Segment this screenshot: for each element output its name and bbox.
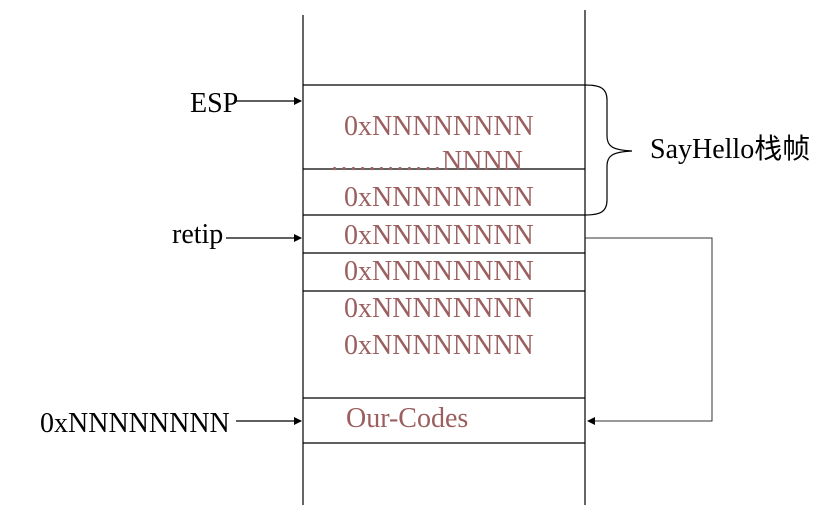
address-label: 0xNNNNNNNN: [40, 408, 230, 439]
frame-brace: [584, 84, 633, 216]
frame-label: SayHello栈帧: [650, 133, 810, 165]
stack-cell-text: 0xNNNNNNNN: [344, 256, 534, 287]
stack-cell-text: 0xNNNNNNNN: [344, 330, 534, 361]
stack-cell-text: 0xNNNNNNNN: [344, 111, 534, 142]
return-connector: [585, 237, 713, 425]
stack-cell-text: …………NNNN: [330, 146, 523, 177]
stack-cell-text: 0xNNNNNNNN: [344, 220, 534, 251]
esp-label: ESP: [190, 88, 238, 119]
stack-cell-text: 0xNNNNNNNN: [344, 182, 534, 213]
stack-cell-text: 0xNNNNNNNN: [344, 293, 534, 324]
stack-cell-text: Our-Codes: [346, 403, 468, 434]
retip-label: retip: [172, 219, 223, 250]
